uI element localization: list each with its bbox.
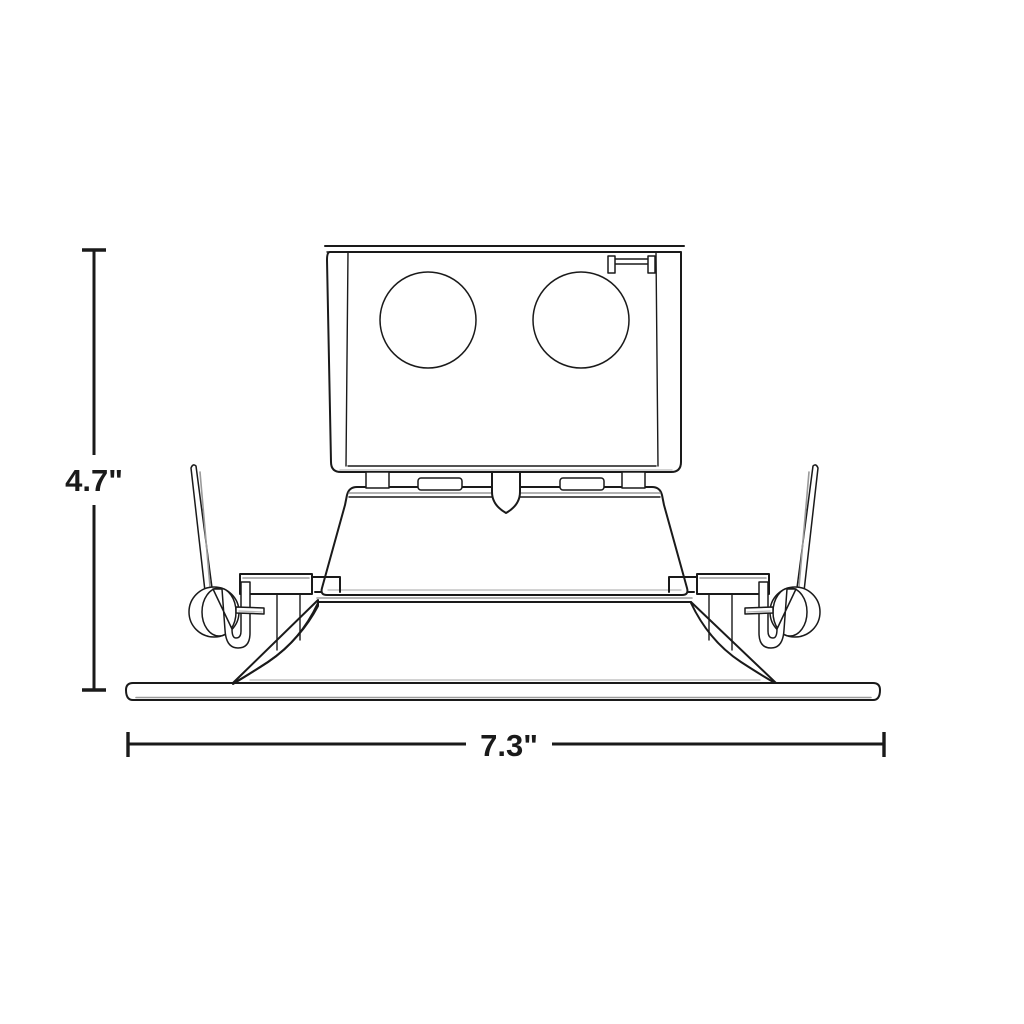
trim-flange bbox=[125, 682, 881, 701]
upper-housing bbox=[320, 486, 689, 596]
clip-bracket-right bbox=[668, 573, 770, 651]
slot-left bbox=[417, 477, 463, 491]
junction-box-legs bbox=[365, 471, 646, 489]
torsion-spring-left-return-leg bbox=[212, 581, 251, 649]
junction-box-leg-left bbox=[365, 471, 390, 489]
clip-bracket-left-plate bbox=[239, 573, 313, 595]
width-dimension-label: 7.3" bbox=[480, 728, 538, 763]
top-bracket-clip-post-right bbox=[647, 255, 656, 274]
slot-right bbox=[559, 477, 605, 491]
junction-box-fold-left bbox=[345, 251, 349, 467]
clip-bracket-left-step bbox=[311, 576, 341, 593]
height-dimension-label: 4.7" bbox=[65, 463, 123, 498]
top-bracket-clip bbox=[607, 255, 656, 274]
center-tab bbox=[491, 469, 521, 514]
torsion-spring-left-arm bbox=[190, 464, 215, 606]
torsion-spring-right-arm bbox=[794, 464, 819, 606]
upper-housing-body bbox=[320, 486, 689, 596]
torsion-spring-left bbox=[188, 464, 265, 649]
torsion-spring-right-stub-shading bbox=[746, 610, 771, 613]
junction-box-leg-right bbox=[621, 471, 646, 489]
clip-bracket-right-step bbox=[668, 576, 698, 593]
junction-box-fold-right bbox=[655, 251, 659, 467]
torsion-spring-right-return-leg bbox=[758, 581, 797, 649]
knockout-left bbox=[379, 271, 477, 369]
torsion-spring-right bbox=[744, 464, 821, 649]
width-dimension-group: 7.3" bbox=[126, 728, 886, 763]
knockout-right bbox=[532, 271, 630, 369]
torsion-spring-left-stub-shading bbox=[238, 610, 263, 613]
height-dimension-group: 4.7" bbox=[65, 248, 123, 692]
junction-box-body bbox=[326, 251, 682, 473]
torsion-spring-right-arm-shading bbox=[797, 471, 810, 599]
housing-tab-group bbox=[417, 469, 605, 514]
clip-bracket-left bbox=[239, 573, 341, 651]
junction-box bbox=[324, 245, 685, 473]
reflector-cone-edge-left bbox=[233, 602, 319, 684]
reflector-cone-edge-right bbox=[690, 602, 776, 684]
reflector-cone bbox=[232, 591, 777, 685]
trim-flange-body bbox=[125, 682, 881, 701]
clip-bracket-right-plate bbox=[696, 573, 770, 595]
torsion-spring-left-arm-shading bbox=[199, 471, 212, 599]
top-bracket-clip-post-left bbox=[607, 255, 616, 274]
